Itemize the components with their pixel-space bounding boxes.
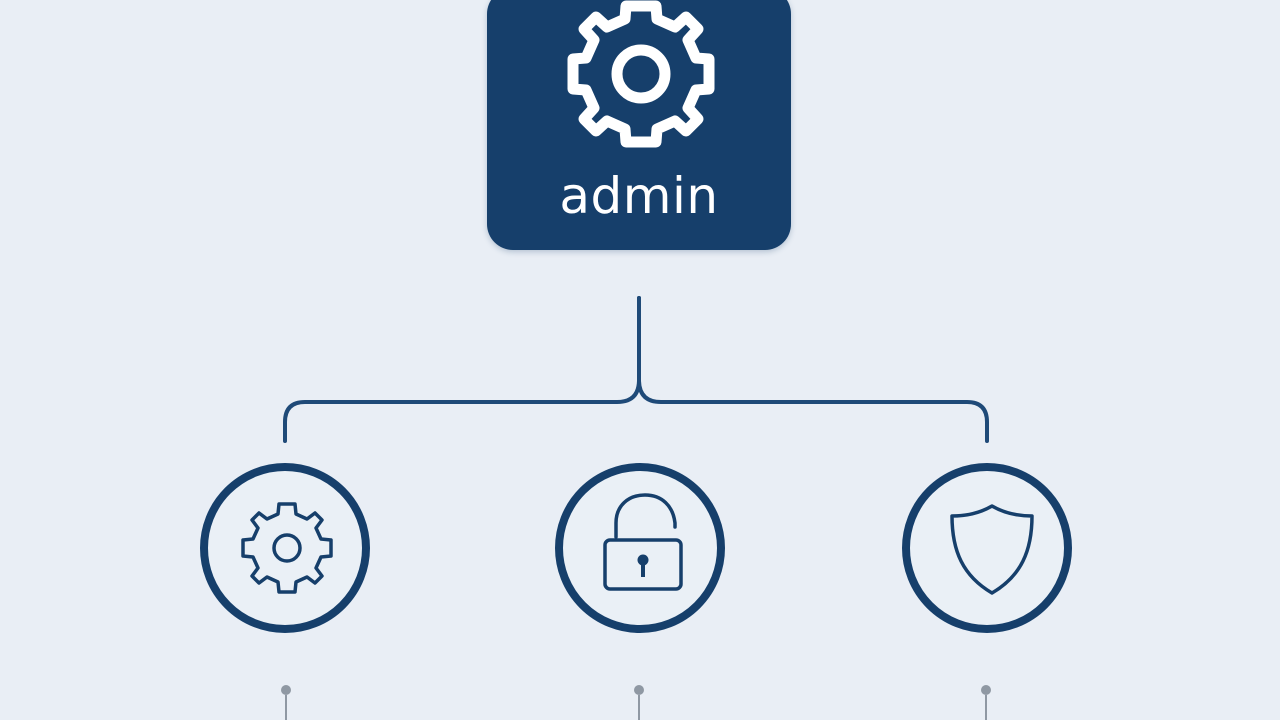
- root-connector: [283, 296, 641, 443]
- admin-node[interactable]: [487, 0, 791, 250]
- access-node[interactable]: [555, 463, 725, 633]
- gear-icon: [567, 0, 715, 148]
- root-connector-right: [637, 296, 989, 443]
- leader-line-left: [281, 685, 291, 720]
- security-node[interactable]: [902, 463, 1072, 633]
- leader-line-right: [981, 685, 991, 720]
- admin-label: admin: [559, 167, 719, 225]
- shield-icon: [950, 504, 1034, 595]
- settings-node[interactable]: [200, 463, 370, 633]
- leader-line-center: [634, 685, 644, 720]
- unlocked-padlock-icon: [603, 493, 683, 591]
- gear-icon: [241, 502, 333, 594]
